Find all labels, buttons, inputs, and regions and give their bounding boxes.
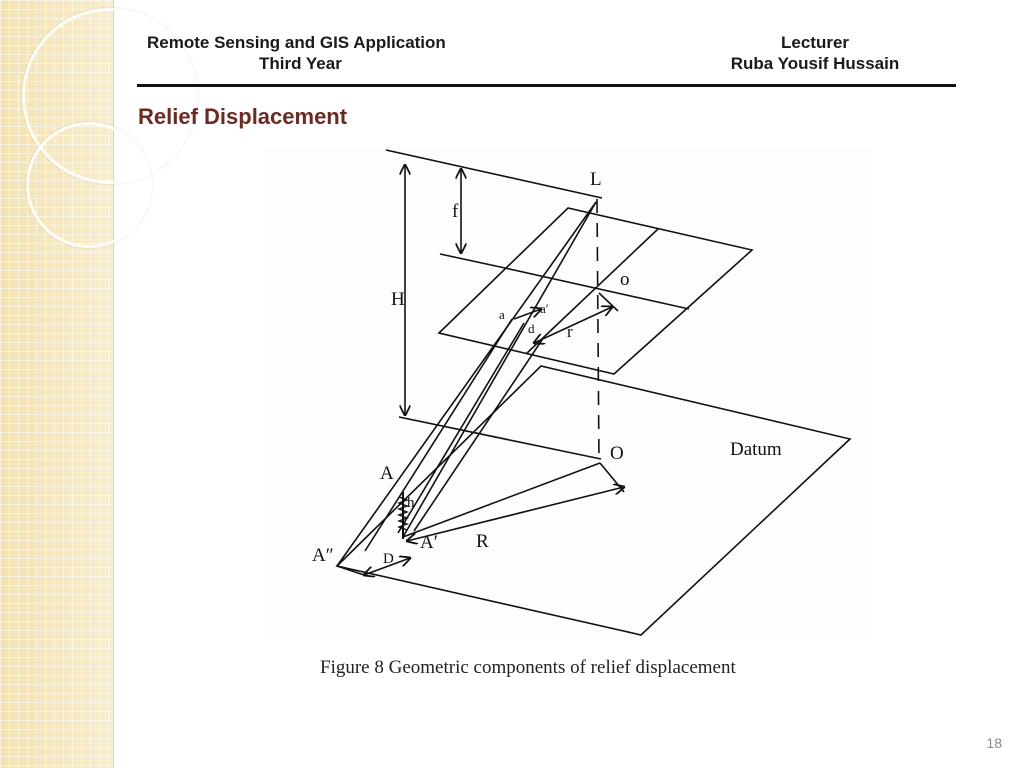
ray-to-a-prime bbox=[402, 201, 597, 538]
label-d: d bbox=[528, 321, 535, 336]
lecturer-name: Ruba Yousif Hussain bbox=[730, 54, 900, 73]
datum-displacement-D bbox=[364, 558, 410, 575]
object-spring-mark bbox=[397, 496, 409, 531]
label-o: o bbox=[620, 269, 630, 290]
photo-axis-line bbox=[504, 267, 690, 310]
page-number: 18 bbox=[986, 735, 1002, 751]
geometry-diagram: L f H o a a′ d r O Datum A h A″ A′ D R bbox=[312, 149, 852, 636]
principal-axis bbox=[596, 198, 600, 464]
ray-to-a-double-prime bbox=[336, 201, 597, 567]
label-a: a bbox=[499, 307, 505, 322]
datum-plane bbox=[335, 365, 852, 636]
photo-point-o-mark bbox=[598, 292, 619, 312]
decorative-ring bbox=[26, 122, 152, 248]
header-divider bbox=[137, 84, 956, 87]
focal-plane-line bbox=[439, 253, 506, 269]
datum-radial-R bbox=[407, 487, 624, 541]
flying-height-base-line bbox=[398, 416, 602, 460]
label-r: r bbox=[567, 322, 573, 341]
label-f: f bbox=[452, 201, 459, 222]
label-L: L bbox=[590, 169, 602, 190]
slide-title: Relief Displacement bbox=[138, 104, 348, 129]
label-A-double-prime: A″ bbox=[312, 545, 334, 566]
lecturer-header: Lecturer Ruba Yousif Hussain bbox=[700, 32, 930, 74]
top-reference-line bbox=[385, 149, 603, 199]
label-a-prime: a′ bbox=[540, 301, 549, 316]
a-double-prime-mark bbox=[336, 565, 365, 576]
label-datum: Datum bbox=[730, 439, 782, 460]
course-title: Remote Sensing and GIS Application bbox=[147, 33, 446, 52]
label-H: H bbox=[391, 289, 405, 310]
label-O: O bbox=[610, 443, 624, 464]
label-A: A bbox=[380, 463, 394, 484]
photo-axis-line bbox=[525, 228, 659, 355]
photo-plane bbox=[437, 207, 754, 375]
course-header: Remote Sensing and GIS Application Third… bbox=[147, 32, 487, 74]
lecturer-role: Lecturer bbox=[780, 33, 850, 52]
label-D: D bbox=[383, 551, 394, 567]
label-A-prime: A′ bbox=[420, 532, 438, 553]
ray-extension bbox=[397, 322, 525, 534]
label-R: R bbox=[476, 531, 489, 552]
ray-extension bbox=[364, 318, 513, 552]
course-year: Third Year bbox=[259, 54, 342, 73]
photo-radial-r bbox=[534, 307, 612, 343]
figure-caption: Figure 8 Geometric components of relief … bbox=[320, 657, 736, 678]
label-h: h bbox=[407, 495, 415, 511]
relief-displacement-figure: L f H o a a′ d r O Datum A h A″ A′ D R bbox=[264, 147, 872, 639]
